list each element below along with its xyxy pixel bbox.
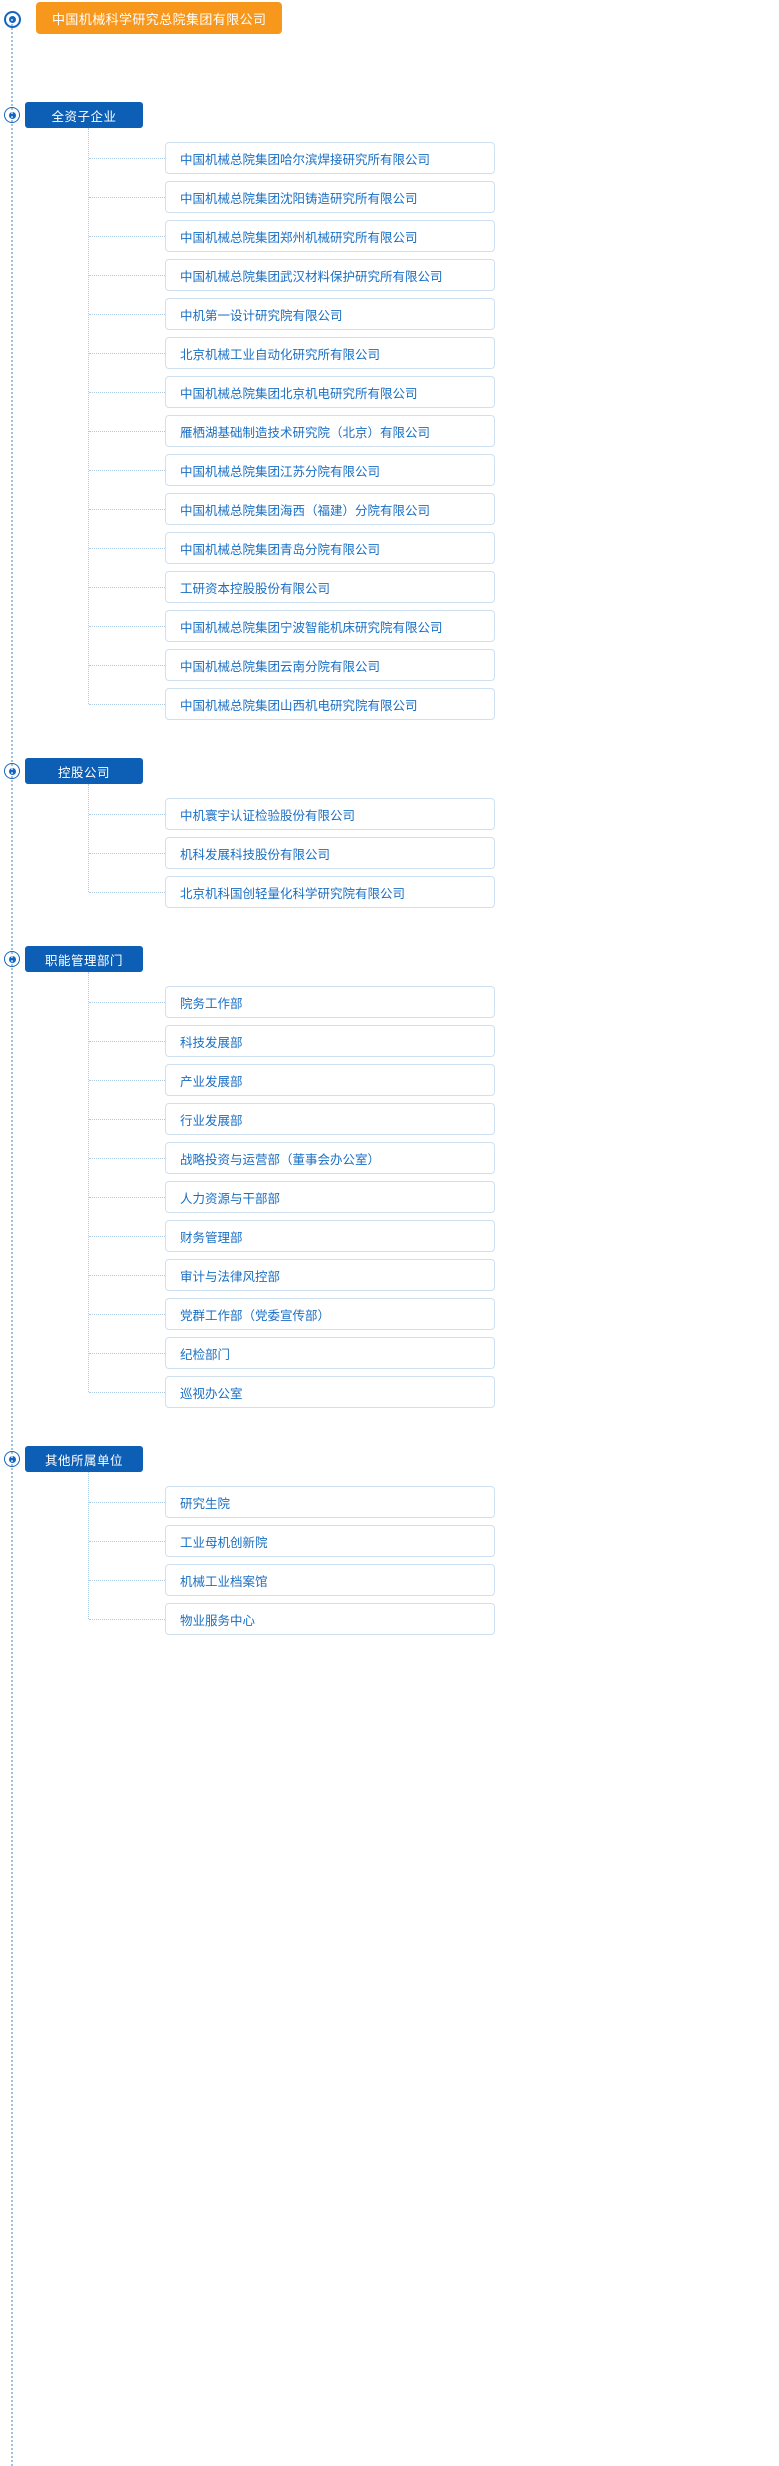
group-header-2[interactable]: 控股公司	[25, 758, 143, 784]
org-item[interactable]: 中国机械总院集团武汉材料保护研究所有限公司	[165, 259, 495, 291]
org-item[interactable]: 中国机械总院集团云南分院有限公司	[165, 649, 495, 681]
connector-line	[89, 853, 165, 854]
org-item[interactable]: 纪检部门	[165, 1337, 495, 1369]
group-header-3[interactable]: 职能管理部门	[25, 946, 143, 972]
connector-line	[89, 1197, 165, 1198]
org-item[interactable]: 北京机科国创轻量化科学研究院有限公司	[165, 876, 495, 908]
org-item[interactable]: 雁栖湖基础制造技术研究院（北京）有限公司	[165, 415, 495, 447]
connector-line	[89, 1580, 165, 1581]
connector-line	[89, 470, 165, 471]
org-item[interactable]: 中机寰宇认证检验股份有限公司	[165, 798, 495, 830]
connector-line	[89, 892, 165, 893]
org-item[interactable]: 中国机械总院集团青岛分院有限公司	[165, 532, 495, 564]
connector-line	[89, 1314, 165, 1315]
connector-line	[89, 814, 165, 815]
connector-line	[89, 431, 165, 432]
org-item[interactable]: 北京机械工业自动化研究所有限公司	[165, 337, 495, 369]
connector-line	[89, 665, 165, 666]
org-item[interactable]: 中机第一设计研究院有限公司	[165, 298, 495, 330]
org-item[interactable]: 中国机械总院集团海西（福建）分院有限公司	[165, 493, 495, 525]
org-item[interactable]: 院务工作部	[165, 986, 495, 1018]
connector-line	[89, 275, 165, 276]
connector-line	[89, 392, 165, 393]
connector-line	[89, 158, 165, 159]
main-spine-line	[11, 19, 13, 2466]
org-item[interactable]: 行业发展部	[165, 1103, 495, 1135]
org-item[interactable]: 人力资源与干部部	[165, 1181, 495, 1213]
org-item[interactable]: 审计与法律风控部	[165, 1259, 495, 1291]
org-item[interactable]: 中国机械总院集团哈尔滨焊接研究所有限公司	[165, 142, 495, 174]
group-header-1[interactable]: 全资子企业	[25, 102, 143, 128]
connector-line	[89, 1158, 165, 1159]
root-node[interactable]: 中国机械科学研究总院集团有限公司	[36, 2, 283, 34]
connector-line	[89, 704, 165, 705]
org-item[interactable]: 中国机械总院集团北京机电研究所有限公司	[165, 376, 495, 408]
connector-line	[89, 587, 165, 588]
org-item[interactable]: 产业发展部	[165, 1064, 495, 1096]
connector-line	[89, 1541, 165, 1542]
org-item[interactable]: 机科发展科技股份有限公司	[165, 837, 495, 869]
org-item[interactable]: 党群工作部（党委宣传部）	[165, 1298, 495, 1330]
connector-line	[89, 1236, 165, 1237]
group-branch-line	[88, 128, 89, 704]
org-item[interactable]: 战略投资与运营部（董事会办公室）	[165, 1142, 495, 1174]
org-item[interactable]: 工研资本控股股份有限公司	[165, 571, 495, 603]
connector-line	[89, 1041, 165, 1042]
org-item[interactable]: 财务管理部	[165, 1220, 495, 1252]
org-item[interactable]: 中国机械总院集团山西机电研究院有限公司	[165, 688, 495, 720]
org-item[interactable]: 工业母机创新院	[165, 1525, 495, 1557]
org-item[interactable]: 巡视办公室	[165, 1376, 495, 1408]
connector-line	[89, 548, 165, 549]
connector-line	[89, 509, 165, 510]
connector-line	[89, 314, 165, 315]
group-branch-line	[88, 1472, 89, 1619]
connector-line	[89, 1353, 165, 1354]
connector-line	[89, 626, 165, 627]
org-item[interactable]: 中国机械总院集团沈阳铸造研究所有限公司	[165, 181, 495, 213]
group-branch-line	[88, 972, 89, 1392]
org-item[interactable]: 物业服务中心	[165, 1603, 495, 1635]
org-item[interactable]: 研究生院	[165, 1486, 495, 1518]
org-item[interactable]: 中国机械总院集团江苏分院有限公司	[165, 454, 495, 486]
connector-line	[89, 353, 165, 354]
connector-line	[89, 1502, 165, 1503]
connector-line	[89, 1119, 165, 1120]
connector-line	[89, 236, 165, 237]
group-branch-line	[88, 784, 89, 892]
org-item[interactable]: 中国机械总院集团郑州机械研究所有限公司	[165, 220, 495, 252]
connector-line	[89, 1392, 165, 1393]
connector-line	[89, 197, 165, 198]
connector-line	[89, 1275, 165, 1276]
org-item[interactable]: 机械工业档案馆	[165, 1564, 495, 1596]
connector-line	[89, 1080, 165, 1081]
connector-line	[89, 1002, 165, 1003]
connector-line	[89, 1619, 165, 1620]
org-item[interactable]: 科技发展部	[165, 1025, 495, 1057]
group-header-4[interactable]: 其他所属单位	[25, 1446, 143, 1472]
org-item[interactable]: 中国机械总院集团宁波智能机床研究院有限公司	[165, 610, 495, 642]
